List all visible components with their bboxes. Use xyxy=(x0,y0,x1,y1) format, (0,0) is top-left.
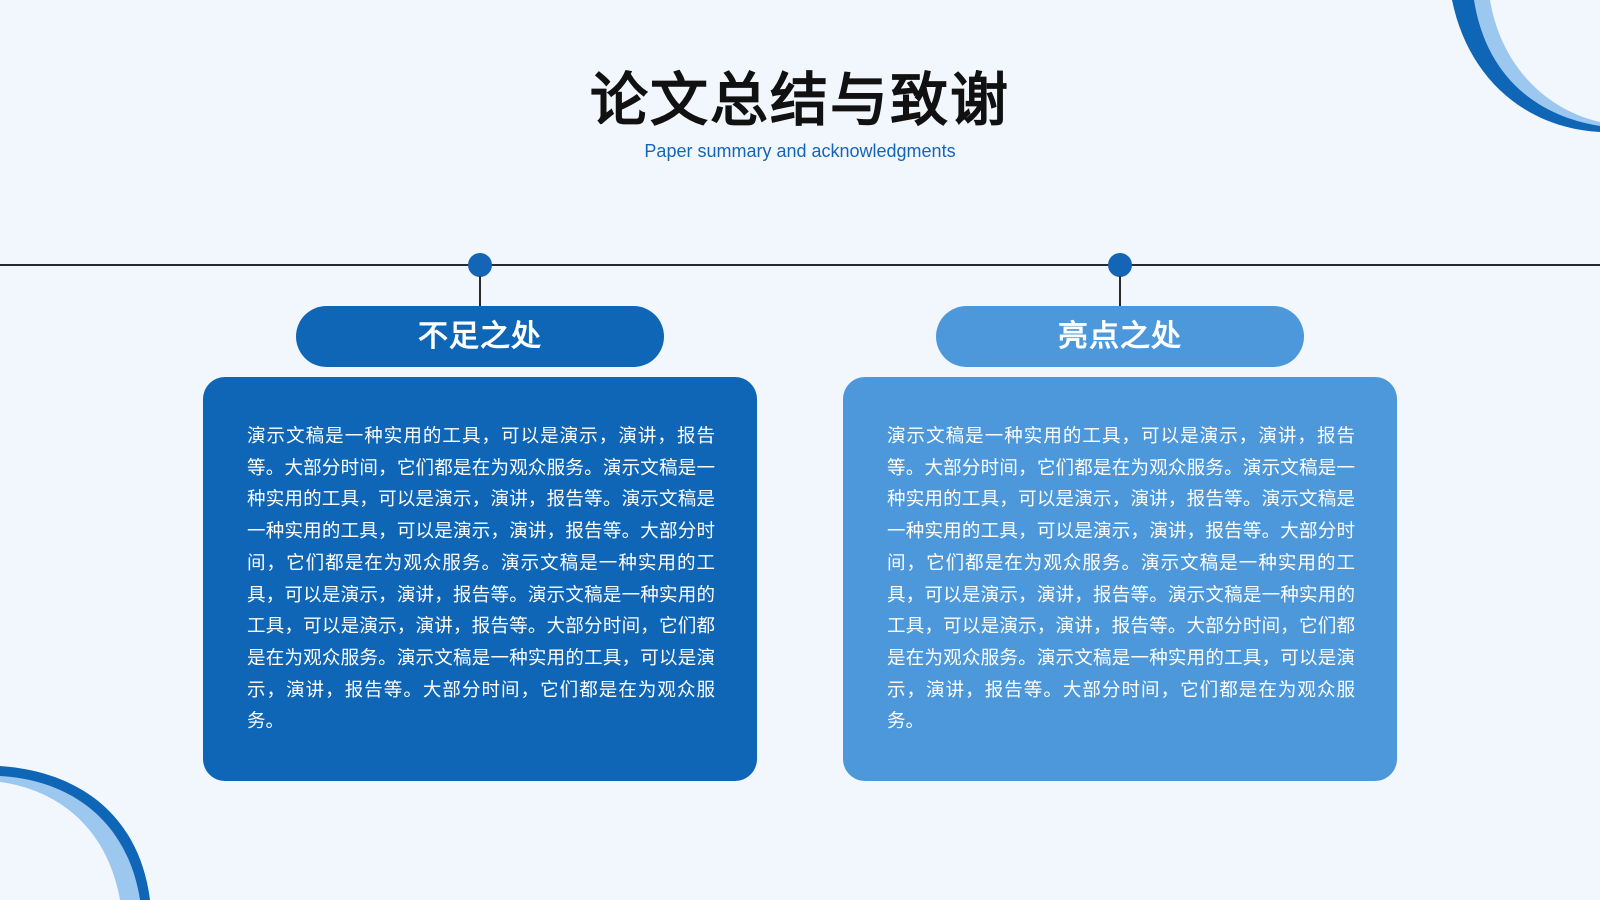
top-right-crescent-light xyxy=(1452,0,1600,132)
connector-left xyxy=(479,276,481,306)
highlights-heading: 亮点之处 xyxy=(936,306,1304,367)
page-title: 论文总结与致谢 xyxy=(589,66,1010,134)
timeline-node-left xyxy=(468,253,492,277)
shortcomings-card: 演示文稿是一种实用的工具，可以是演示，演讲，报告等。大部分时间，它们都是在为观众… xyxy=(203,377,757,781)
timeline-line xyxy=(0,264,1600,266)
connector-right xyxy=(1119,276,1121,306)
highlights-card: 演示文稿是一种实用的工具，可以是演示，演讲，报告等。大部分时间，它们都是在为观众… xyxy=(843,377,1397,781)
top-right-crescent-dark xyxy=(1452,0,1600,132)
timeline-node-right xyxy=(1108,253,1132,277)
shortcomings-heading: 不足之处 xyxy=(296,306,664,367)
highlights-body: 演示文稿是一种实用的工具，可以是演示，演讲，报告等。大部分时间，它们都是在为观众… xyxy=(887,426,1355,733)
page-subtitle: Paper summary and acknowledgments xyxy=(644,141,956,161)
shortcomings-body: 演示文稿是一种实用的工具，可以是演示，演讲，报告等。大部分时间，它们都是在为观众… xyxy=(247,426,715,733)
bottom-left-crescent-dark xyxy=(0,766,150,900)
